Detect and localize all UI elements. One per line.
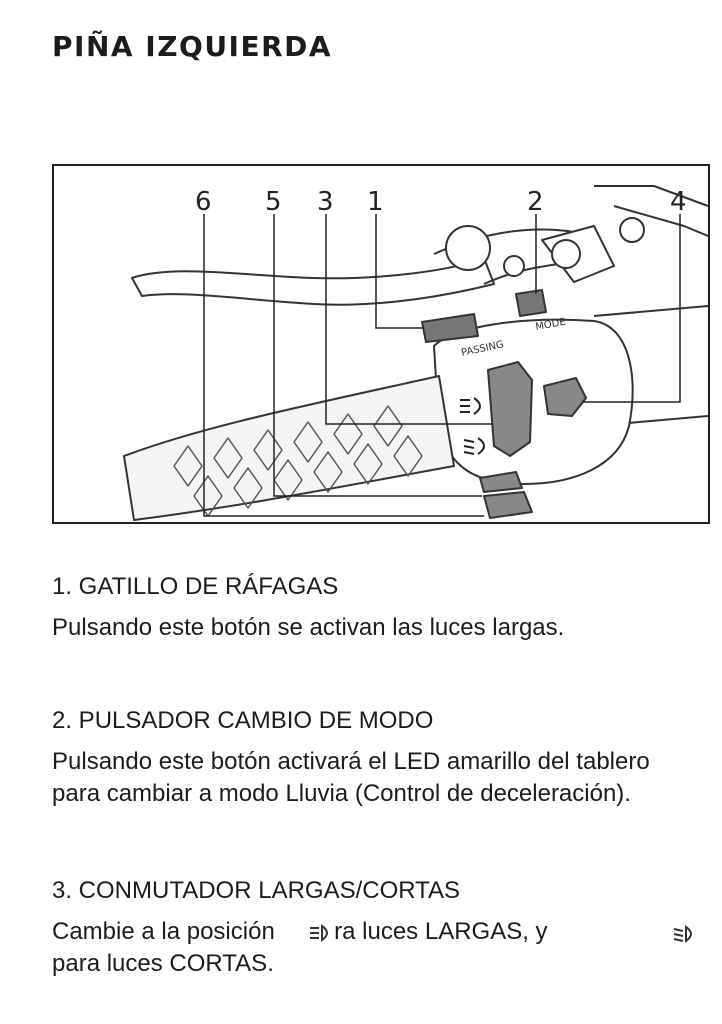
section-body: Pulsando este botón se activan las luces…	[52, 614, 565, 641]
callout-1: 1	[367, 187, 384, 217]
body-part-1: Cambie a la posición	[52, 918, 275, 945]
section-body: Cambie a la posición ra luces LARGAS, y p…	[52, 916, 692, 980]
body-part-3: para luces CORTAS.	[52, 950, 274, 977]
mode-label: MODE	[535, 317, 567, 333]
mode-button	[515, 289, 547, 317]
clutch-lever	[131, 257, 495, 306]
horn-button	[543, 377, 587, 417]
turn-signal-switch	[483, 491, 533, 519]
callout-5: 5	[265, 187, 282, 217]
passing-trigger	[421, 313, 479, 343]
housing-high-beam-icon	[460, 397, 481, 415]
horn-switch	[479, 471, 523, 493]
handlebar-diagram: PASSING MODE 6 5 3 1 2 4	[52, 164, 710, 524]
high-beam-icon	[310, 923, 329, 942]
callout-3: 3	[317, 187, 334, 217]
page-title: PIÑA IZQUIERDA	[52, 30, 333, 63]
callout-6: 6	[195, 187, 212, 217]
low-beam-icon	[673, 925, 692, 943]
grip	[123, 375, 455, 521]
section-heading: 1. GATILLO DE RÁFAGAS	[52, 573, 339, 600]
switch-illustration: PASSING MODE 6 5 3 1 2 4	[123, 185, 708, 521]
section-passing-trigger: 1. GATILLO DE RÁFAGAS Pulsando este botó…	[52, 572, 692, 644]
dimmer-switch	[487, 361, 533, 457]
section-heading: 2. PULSADOR CAMBIO DE MODO	[52, 707, 434, 734]
section-dimmer-switch: 3. CONMUTADOR LARGAS/CORTAS Cambie a la …	[52, 876, 692, 980]
housing-low-beam-icon	[463, 437, 485, 455]
section-body: Pulsando este botón activará el LED amar…	[52, 748, 650, 807]
section-mode-button: 2. PULSADOR CAMBIO DE MODO Pulsando este…	[52, 706, 692, 810]
callout-4: 4	[670, 187, 687, 217]
section-heading: 3. CONMUTADOR LARGAS/CORTAS	[52, 877, 461, 904]
callout-2: 2	[527, 187, 544, 217]
body-part-2: ra luces LARGAS, y	[334, 918, 548, 945]
